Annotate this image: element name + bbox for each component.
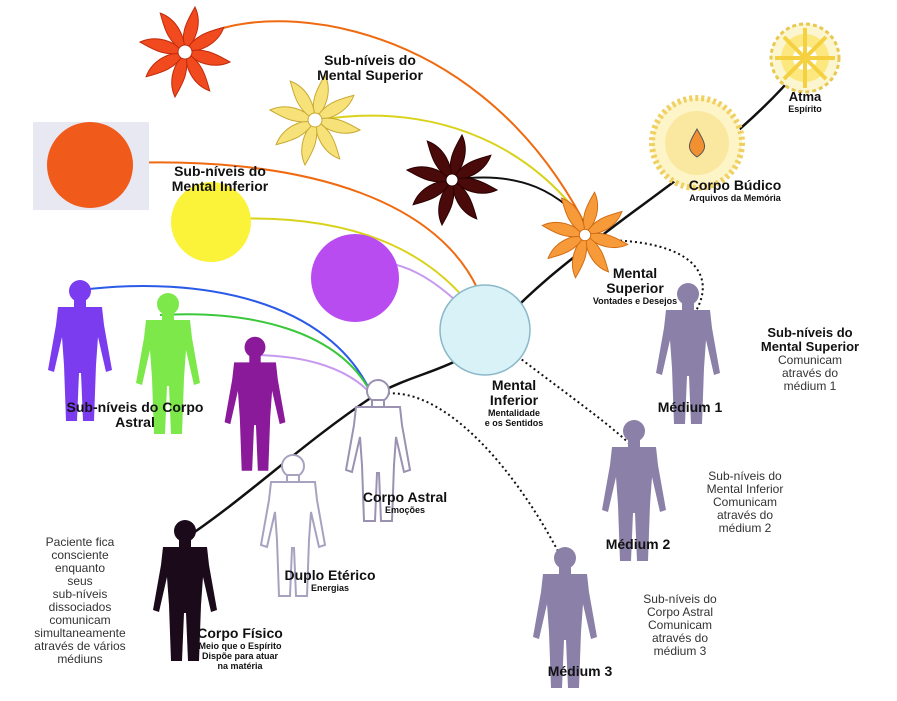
paciente-line-10: médiuns xyxy=(57,652,103,666)
subniveis-mental-superior-heading: Sub-níveis do Mental Superior xyxy=(270,53,470,83)
medium-1-note-line-2: Mental Superior xyxy=(760,339,860,354)
medium-2-note-line-1: Sub-níveis do xyxy=(708,469,782,483)
mental-inferior-title-2: Inferior xyxy=(489,392,539,408)
medium-3-note: Sub-níveis do Corpo Astral Comunicam atr… xyxy=(605,593,755,658)
yellow-flower-icon xyxy=(269,74,361,166)
maroon-flower-icon xyxy=(406,134,498,226)
paciente-line-2: consciente xyxy=(51,548,109,562)
paciente-line-3: enquanto xyxy=(54,561,106,575)
medium-2-note: Sub-níveis do Mental Inferior Comunicam … xyxy=(670,470,820,535)
medium-3-note-line-3: Comunicam xyxy=(647,618,713,632)
medium-3-note-line-1: Sub-níveis do xyxy=(643,592,717,606)
corpo-fisico-label: Corpo Físico Meio que o Espírito Dispõe … xyxy=(160,625,320,672)
connector-blue-figure xyxy=(79,285,373,396)
subniveis-mental-superior-line-1: Sub-níveis do xyxy=(324,52,416,68)
mental-superior-title-1: Mental xyxy=(612,265,658,281)
mental-inferior-label: Mental Inferior Mentalidade e os Sentido… xyxy=(455,377,573,429)
mental-inferior-title-1: Mental xyxy=(491,377,537,393)
red-flower-icon xyxy=(139,6,231,98)
mental-superior-title-2: Superior xyxy=(606,280,664,296)
medium-3-note-line-5: médium 3 xyxy=(653,644,707,658)
medium-1-note-line-4: através do xyxy=(781,366,839,380)
budico-subtitle: Arquivos da Memória xyxy=(689,193,781,203)
budico-label: Corpo Búdico Arquivos da Memória xyxy=(660,177,810,204)
connector-green-figure xyxy=(159,313,373,396)
connector-purple-figure xyxy=(249,354,373,396)
medium-1-title: Médium 1 xyxy=(657,399,723,415)
duplo-eterico-subtitle: Energias xyxy=(310,583,350,593)
medium-2-note-line-4: através do xyxy=(716,508,774,522)
subniveis-mental-inferior-heading: Sub-níveis do Mental Inferior xyxy=(120,164,320,194)
purple-sphere-icon xyxy=(311,234,399,322)
paciente-line-4: seus xyxy=(67,574,93,588)
corpo-astral-title: Corpo Astral xyxy=(362,489,448,505)
connector-orange-sphere xyxy=(89,161,491,331)
medium-2-note-line-5: médium 2 xyxy=(718,521,772,535)
paciente-line-7: comunicam xyxy=(49,613,111,627)
orange-flower-icon xyxy=(541,191,629,279)
medium-2-note-line-2: Mental Inferior xyxy=(706,482,784,496)
paciente-line-1: Paciente fica xyxy=(45,535,115,549)
medium-1-note-line-1: Sub-níveis do xyxy=(767,325,853,340)
corpo-astral-label: Corpo Astral Emoções xyxy=(340,489,470,516)
mental-superior-subtitle: Vontades e Desejos xyxy=(592,296,678,306)
medium-3-note-line-2: Corpo Astral xyxy=(646,605,714,619)
medium-3-note-line-4: através do xyxy=(651,631,709,645)
medium-1-note-line-3: Comunicam xyxy=(777,353,843,367)
corpo-fisico-title: Corpo Físico xyxy=(197,625,283,641)
medium-2-note-line-3: Comunicam xyxy=(712,495,778,509)
atma-subtitle: Espírito xyxy=(788,104,822,114)
budico-title: Corpo Búdico xyxy=(688,177,782,193)
pale-sphere-icon xyxy=(439,284,531,376)
subniveis-corpo-astral-line-2: Astral xyxy=(115,414,155,430)
mental-inferior-subtitle-1: Mentalidade xyxy=(487,408,540,418)
subniveis-mental-inferior-line-2: Mental Inferior xyxy=(171,178,269,194)
corpo-astral-subtitle: Emoções xyxy=(384,505,426,515)
paciente-line-8: simultaneamente xyxy=(34,626,126,640)
corpo-fisico-subtitle-3: na matéria xyxy=(217,661,263,671)
medium-3-title: Médium 3 xyxy=(547,663,613,679)
atma-title: Atma xyxy=(788,89,822,104)
mental-superior-label: Mental Superior Vontades e Desejos xyxy=(555,265,715,307)
budico-sun-icon xyxy=(649,95,745,191)
duplo-eterico-title: Duplo Etérico xyxy=(284,567,376,583)
paciente-note: Paciente fica consciente enquanto seus s… xyxy=(10,536,150,666)
subniveis-mental-inferior-line-1: Sub-níveis do xyxy=(174,163,266,179)
paciente-line-9: através de vários xyxy=(34,639,126,653)
corpo-fisico-subtitle-2: Dispõe para atuar xyxy=(201,651,279,661)
atma-sun-icon xyxy=(769,22,841,94)
paciente-line-5: sub-níveis xyxy=(52,587,108,601)
medium-1-note: Sub-níveis do Mental Superior Comunicam … xyxy=(725,326,895,393)
yellow-sphere-icon xyxy=(171,182,251,262)
duplo-eterico-label: Duplo Etérico Energias xyxy=(255,567,405,594)
subniveis-corpo-astral-line-1: Sub-níveis do Corpo xyxy=(66,399,204,415)
dotted-to-medium-3 xyxy=(377,392,571,576)
medium-1-note-line-5: médium 1 xyxy=(783,379,837,393)
atma-label: Atma Espírito xyxy=(770,89,840,115)
mental-inferior-subtitle-2: e os Sentidos xyxy=(484,418,544,428)
orange-sphere-icon xyxy=(47,122,133,208)
subniveis-mental-superior-line-2: Mental Superior xyxy=(317,67,423,83)
medium-2-title: Médium 2 xyxy=(605,536,671,552)
corpo-fisico-subtitle-1: Meio que o Espírito xyxy=(198,641,282,651)
subniveis-corpo-astral-heading: Sub-níveis do Corpo Astral xyxy=(20,400,250,430)
paciente-line-6: dissociados xyxy=(48,600,112,614)
